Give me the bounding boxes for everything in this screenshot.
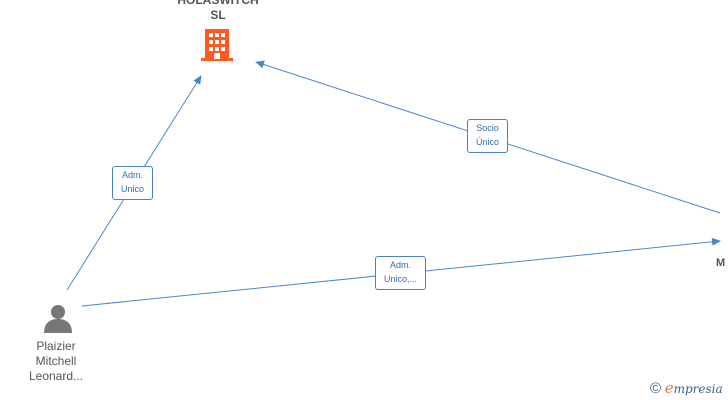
person-name-line1: Plaizier [36, 339, 76, 353]
edge-label-socio-unico[interactable]: Socio Único [467, 119, 508, 153]
copyright-icon: © [650, 380, 662, 397]
edge-label-line1: Socio [476, 123, 499, 133]
edge-label-line2: Unico,... [383, 274, 417, 284]
company-label[interactable]: HOLASWITCH SL [158, 0, 278, 23]
company-name-line1: HOLASWITCH [177, 0, 259, 7]
person-name-line2: Mitchell [35, 354, 77, 368]
company-name-line2: SL [210, 8, 226, 22]
person-name-line3: Leonard... [28, 369, 84, 383]
edge-label-line1: Adm. [389, 260, 411, 270]
offscreen-node-label[interactable]: M [716, 257, 726, 269]
edge-label-line2: Único [475, 137, 499, 147]
edge-label-line2: Unico [120, 184, 144, 194]
edge-label-adm-unico-2[interactable]: Adm. Unico,... [375, 256, 426, 290]
empresia-logo[interactable]: © empresia [650, 379, 723, 399]
edge-label-line1: Adm. [121, 170, 143, 180]
person-icon[interactable] [44, 305, 72, 333]
brand-initial: e [664, 379, 674, 397]
brand-name: mpresia [673, 382, 723, 396]
person-label[interactable]: Plaizier Mitchell Leonard... [16, 339, 96, 384]
edge-label-adm-unico[interactable]: Adm. Unico [112, 166, 153, 200]
building-icon[interactable] [201, 29, 233, 61]
